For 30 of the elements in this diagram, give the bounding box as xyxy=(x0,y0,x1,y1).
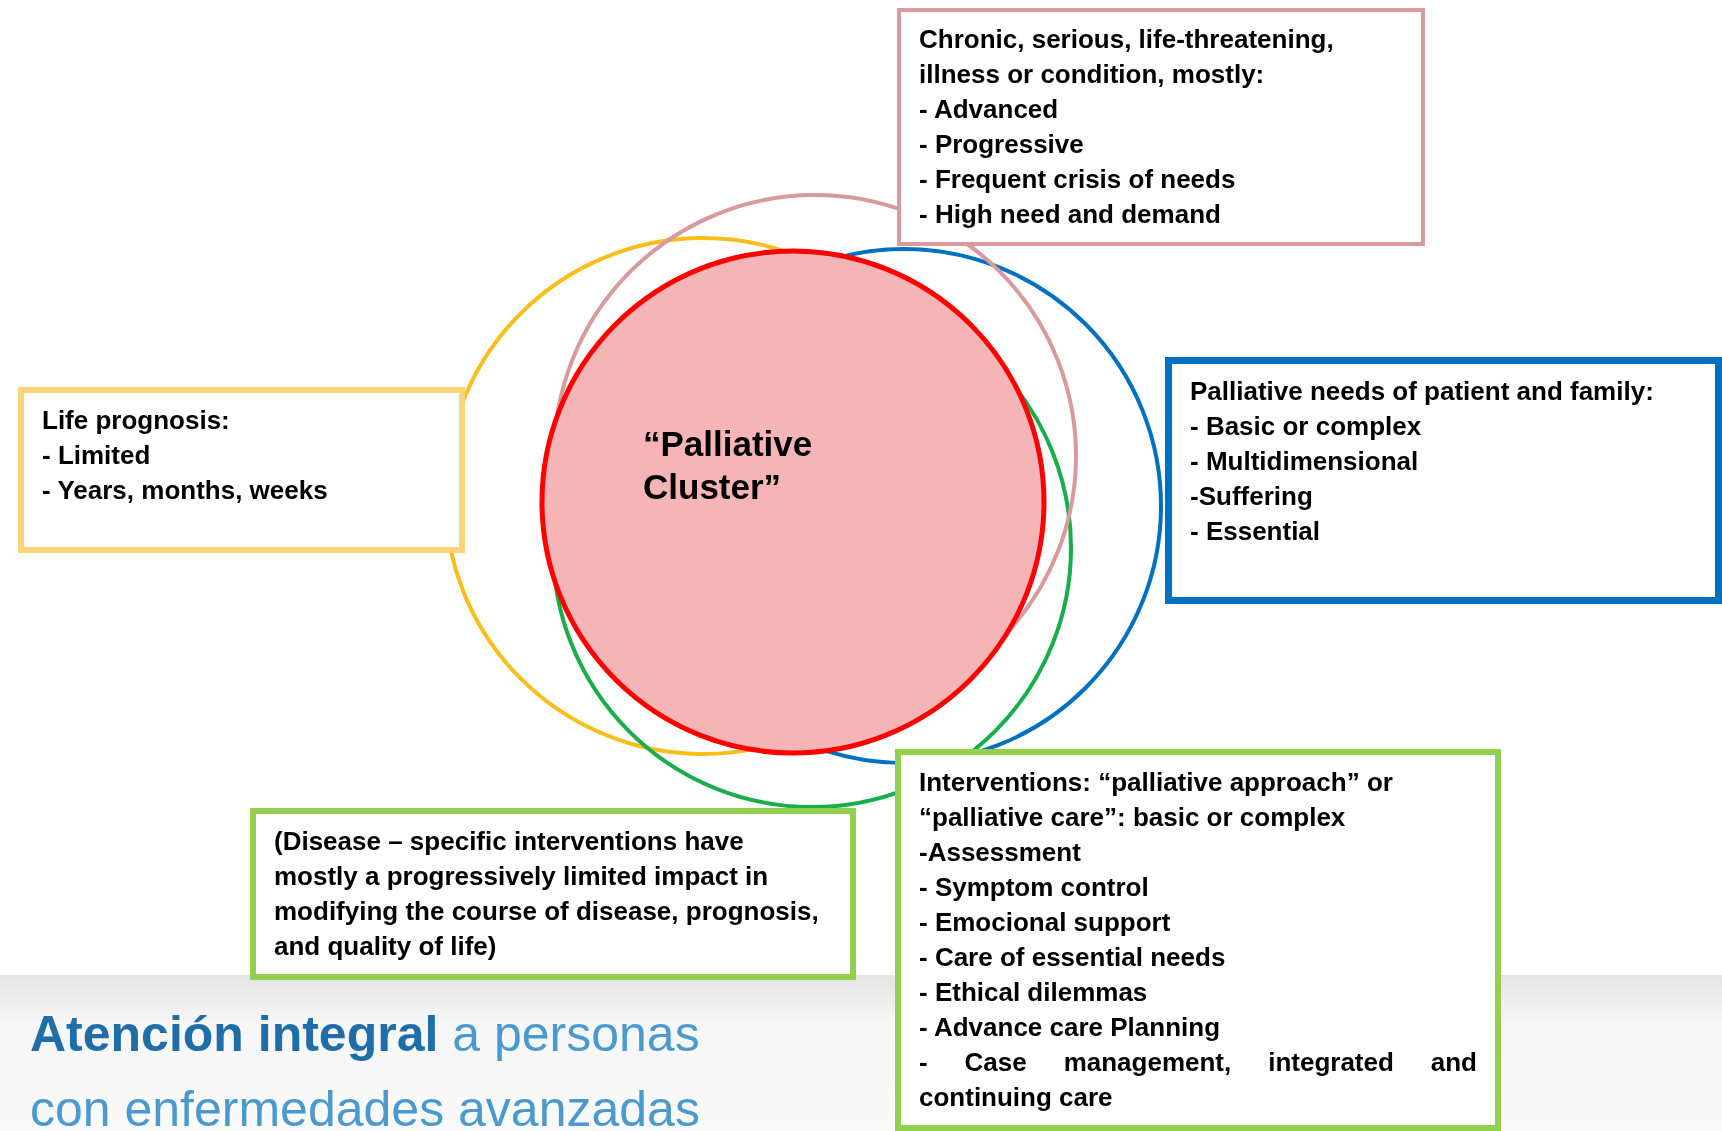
list-item: - Advanced xyxy=(919,93,1060,126)
interventions-box xyxy=(895,749,1501,1131)
list-item: - High need and demand xyxy=(919,198,1222,231)
condition-box xyxy=(897,8,1425,246)
box-heading: Palliative needs of patient and family: xyxy=(1190,375,1655,408)
box-heading: Interventions: “palliative approach” or “palliative care”: basic or complex xyxy=(919,766,1394,834)
box-heading: Chronic, serious, life-threatening, illness or condition, mostly: xyxy=(919,23,1335,91)
list-item: - Basic or complex xyxy=(1190,410,1423,443)
list-item: -Suffering xyxy=(1190,480,1314,513)
cluster-title: “Palliative Cluster” xyxy=(643,423,814,508)
list-item: - Limited xyxy=(42,439,152,472)
list-item: - Multidimensional xyxy=(1190,445,1420,478)
prognosis-box xyxy=(18,387,465,553)
list-item: - Symptom control xyxy=(919,871,1150,904)
list-item: - Progressive xyxy=(919,128,1085,161)
list-item: - Case management, integrated and continuing care xyxy=(919,1046,1477,1114)
list-item: - Care of essential needs xyxy=(919,941,1227,974)
footer-title: con enfermedades avanzadas xyxy=(30,1080,700,1131)
list-item: - Frequent crisis of needs xyxy=(919,163,1237,196)
needs-box xyxy=(1165,357,1722,604)
list-item: - Advance care Planning xyxy=(919,1011,1222,1044)
disease-note-box xyxy=(250,808,856,980)
box-heading: (Disease – specific interventions have mostly a progressively limited impact in modifying the course of disease, prognosis, and quality of life) xyxy=(274,825,820,963)
box-heading: Life prognosis: xyxy=(42,404,231,437)
footer-title: Atención integral a personas xyxy=(30,1005,700,1063)
list-item: - Emocional support xyxy=(919,906,1172,939)
list-item: - Essential xyxy=(1190,515,1322,548)
list-item: -Assessment xyxy=(919,836,1082,869)
list-item: - Ethical dilemmas xyxy=(919,976,1149,1009)
list-item: - Years, months, weeks xyxy=(42,474,329,507)
